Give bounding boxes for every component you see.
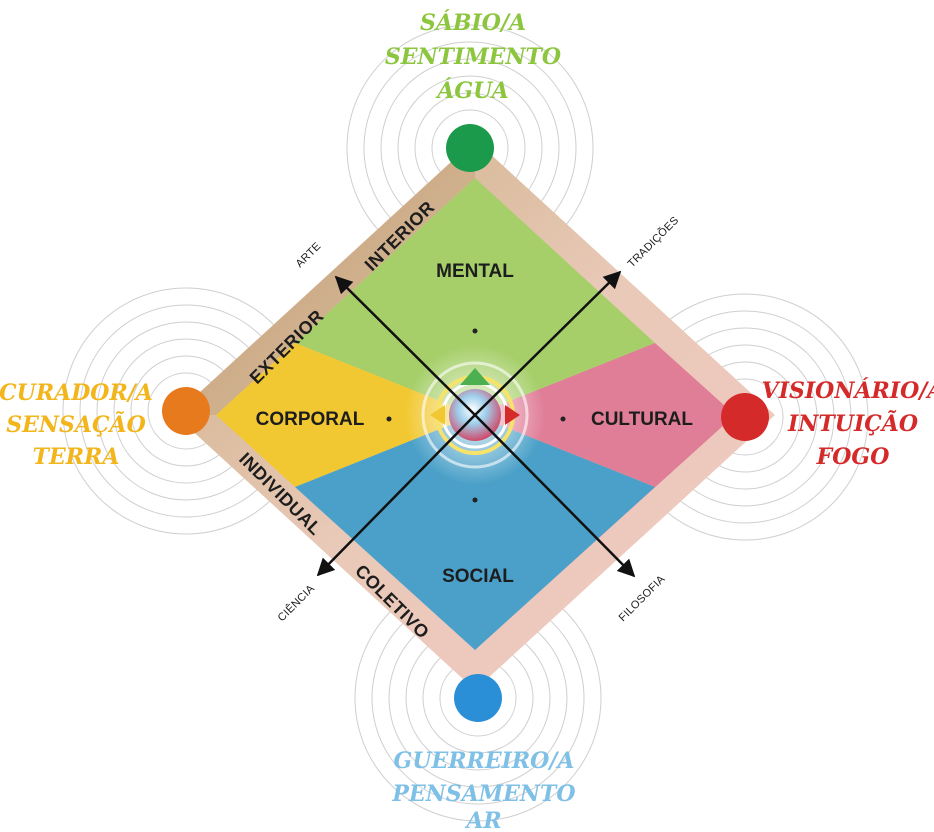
axis-ciencia-arrow (316, 414, 476, 577)
axis-label-ciencia: CIÊNCIA (275, 582, 317, 624)
quadrant-label-social: SOCIAL (442, 566, 514, 587)
archetype-label-guerreiro: GUERREIRO/A PENSAMENTO AR (391, 748, 575, 832)
quadrant-label-mental: MENTAL (436, 261, 514, 282)
archetype-node-sabio (446, 124, 494, 172)
archetype-sabio-line-1: SÁBIO/A (420, 9, 526, 36)
archetype-node-curador (162, 387, 210, 435)
quadrant-label-cultural: CULTURAL (591, 409, 693, 430)
axis-label-arte: ARTE (294, 240, 324, 270)
quadrant-corporal (216, 343, 475, 487)
archetype-node-visionario (721, 393, 769, 441)
archetype-sabio-line-3: ÁGUA (435, 77, 508, 104)
archetype-visionario-line-2: INTUIÇÃO (787, 410, 918, 437)
archetype-guerreiro-line-2: PENSAMENTO (391, 781, 575, 807)
archetype-guerreiro-line-3: AR (464, 808, 501, 832)
archetype-label-sabio: SÁBIO/A SENTIMENTO ÁGUA (385, 9, 561, 104)
axis-label-filosofia: FILOSOFIA (617, 573, 668, 624)
quadrant-label-corporal: CORPORAL (256, 409, 365, 430)
center-triangle-right (505, 405, 520, 425)
axis-filosofia-arrow (474, 414, 636, 578)
dot-left (386, 416, 392, 422)
axis-arte-arrow (334, 275, 476, 416)
archetype-curador-line-1: CURADOR/A (0, 380, 153, 406)
quadrant-mental (295, 178, 655, 415)
archetype-sabio-line-2: SENTIMENTO (385, 44, 561, 70)
archetype-node-guerreiro (454, 674, 502, 722)
center-ring-outer (421, 361, 529, 469)
dot-bottom (472, 497, 478, 503)
archetype-label-visionario: VISIONÁRIO/A INTUIÇÃO FOGO (762, 377, 934, 470)
axis-tradicoes-arrow (474, 270, 622, 416)
axis-label-tradicoes: TRADIÇÕES (625, 214, 681, 270)
archetype-curador-line-2: SENSAÇÃO (6, 411, 145, 438)
archetype-visionario-line-1: VISIONÁRIO/A (762, 377, 934, 404)
dot-right (560, 416, 566, 422)
frame-left-shade (175, 140, 475, 415)
archetype-curador-line-3: TERRA (33, 444, 120, 470)
dot-top (472, 328, 478, 334)
center-triangle-top (460, 368, 490, 385)
archetype-guerreiro-line-1: GUERREIRO/A (394, 748, 575, 774)
center-triangle-left (430, 405, 445, 425)
archetype-visionario-line-3: FOGO (816, 444, 890, 470)
archetype-label-curador: CURADOR/A SENSAÇÃO TERRA (0, 380, 153, 470)
quadrant-social (295, 415, 655, 650)
